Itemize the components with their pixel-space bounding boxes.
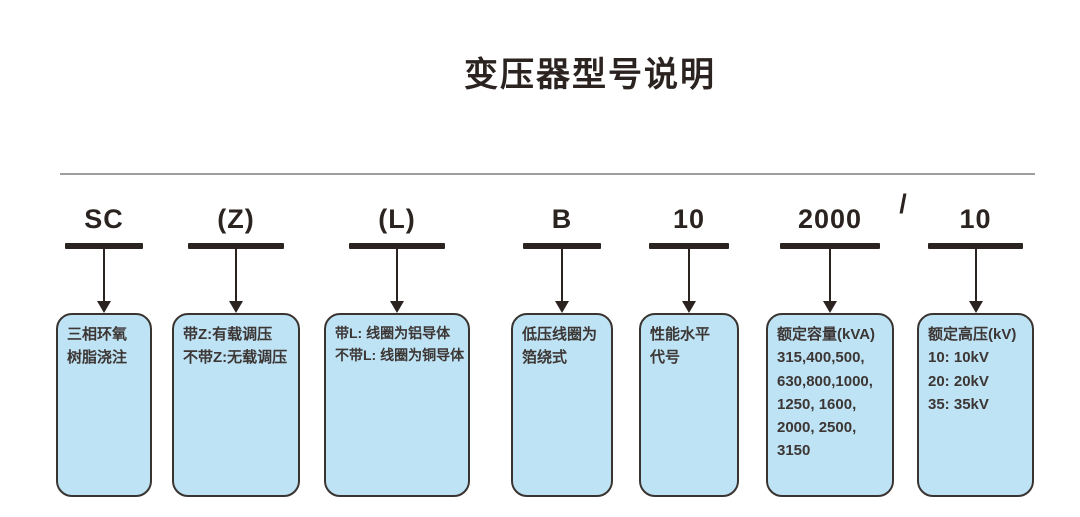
description-box: 性能水平代号 [639, 313, 739, 497]
code-column: 10 额定高压(kV) 10: 10kV 20: 20kV 35: 35kV [917, 188, 1034, 497]
box-text-line: 不带Z:无载调压 [183, 349, 288, 367]
box-text-line: 箔绕式 [522, 349, 568, 367]
code-underline [188, 243, 284, 249]
down-arrow-icon [97, 249, 111, 313]
arrow-stem [396, 249, 398, 301]
box-text-line: 2000, 2500, [777, 419, 857, 436]
down-arrow-icon [390, 249, 404, 313]
arrow-stem [561, 249, 563, 301]
box-text-line: 不带L: 线圈为铜导体 [335, 346, 465, 363]
code-underline [928, 243, 1023, 249]
code-label: 10 [959, 204, 992, 234]
code-underline [523, 243, 601, 249]
code-label: B [551, 204, 573, 234]
down-arrow-icon [968, 249, 983, 313]
box-text-line: 额定高压(kV) [928, 326, 1017, 343]
arrow-stem [103, 249, 105, 301]
description-box: 带L: 线圈为铝导体不带L: 线圈为铜导体 [324, 313, 470, 497]
box-text-line: 3150 [777, 442, 811, 460]
arrow-stem [829, 249, 831, 301]
arrow-head [682, 301, 696, 313]
code-underline [349, 243, 445, 249]
description-box: 三相环氧树脂浇注 [56, 313, 152, 497]
arrow-head [823, 301, 837, 313]
arrow-stem [688, 249, 690, 301]
page-title: 变压器型号说明 [464, 55, 716, 94]
box-text-line: 额定容量(kVA) [777, 326, 876, 343]
slash-separator: / [899, 189, 907, 219]
box-text-line: 10: 10kV [928, 349, 989, 367]
arrow-head [229, 301, 243, 313]
box-text-line: 三相环氧 [67, 326, 128, 343]
arrow-stem [974, 249, 977, 301]
code-column: B 低压线圈为箔绕式 [511, 188, 613, 497]
code-underline [780, 243, 880, 249]
box-text-line: 性能水平 [650, 326, 711, 343]
code-underline [65, 243, 143, 249]
code-label: (L) [378, 204, 416, 234]
box-text-line: 带Z:有载调压 [183, 326, 273, 343]
code-column: (Z) 带Z:有载调压不带Z:无载调压 [172, 188, 300, 497]
code-label: 10 [672, 204, 706, 234]
code-label: SC [84, 204, 124, 234]
code-column: 2000 额定容量(kVA) 315,400,500, 630,800,1000, 1… [766, 188, 894, 497]
arrow-head [555, 301, 569, 313]
box-text-line: 带L: 线圈为铝导体 [335, 325, 451, 341]
arrow-head [968, 301, 983, 313]
code-label: (Z) [217, 204, 255, 234]
arrow-stem [235, 249, 237, 301]
code-label: 2000 [797, 204, 863, 234]
box-text-line: 20: 20kV [928, 372, 989, 390]
top-divider-line [60, 173, 1035, 175]
code-underline [649, 243, 729, 249]
code-column: 10 性能水平代号 [639, 188, 739, 497]
box-text-line: 315,400,500, [777, 349, 865, 367]
box-text-line: 35: 35kV [928, 395, 989, 413]
code-column: (L) 带L: 线圈为铝导体不带L: 线圈为铜导体 [324, 188, 470, 497]
box-text-line: 树脂浇注 [67, 349, 128, 367]
box-text-line: 630,800,1000, [777, 372, 873, 390]
down-arrow-icon [229, 249, 243, 313]
down-arrow-icon [682, 249, 696, 313]
down-arrow-icon [823, 249, 837, 313]
description-box: 额定高压(kV) 10: 10kV 20: 20kV 35: 35kV [917, 313, 1034, 497]
arrow-head [390, 301, 404, 313]
code-column: SC 三相环氧树脂浇注 [56, 188, 152, 497]
description-box: 额定容量(kVA) 315,400,500, 630,800,1000, 1250, … [766, 313, 894, 497]
description-box: 带Z:有载调压不带Z:无载调压 [172, 313, 300, 497]
down-arrow-icon [555, 249, 569, 313]
arrow-head [97, 301, 111, 313]
description-box: 低压线圈为箔绕式 [511, 313, 613, 497]
box-text-line: 代号 [650, 349, 681, 367]
box-text-line: 低压线圈为 [522, 326, 598, 343]
box-text-line: 1250, 1600, [777, 395, 857, 413]
